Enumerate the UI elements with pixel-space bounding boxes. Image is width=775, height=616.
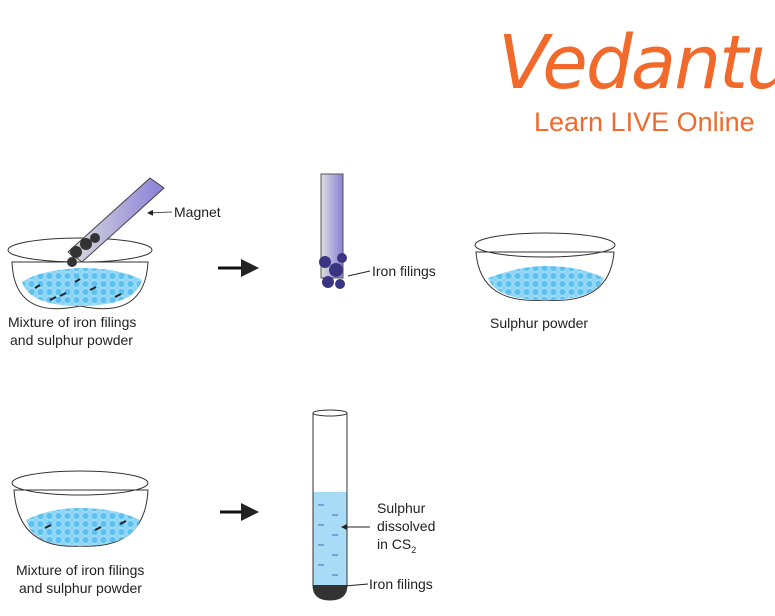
dissolved-label-line2: dissolved [377, 518, 436, 534]
dissolved-label-line3: in CS2 [377, 535, 416, 559]
mixture-bowl-1 [7, 237, 153, 310]
dissolved-label-line1: Sulphur [377, 500, 426, 516]
magnet-tilted [67, 177, 173, 267]
logo-tagline: Learn LIVE Online [534, 107, 755, 137]
cs-subscript: 2 [411, 544, 417, 555]
mixture-label-line1: Mixture of iron filings [16, 562, 145, 578]
mixture-label-line2: and sulphur powder [19, 580, 142, 596]
sulphur-powder-label: Sulphur powder [490, 315, 589, 331]
vedantu-logo: Vedantu [498, 20, 775, 106]
cs-text: in CS [377, 536, 412, 552]
magnet-vertical [319, 173, 371, 289]
sulphur-bowl [474, 232, 616, 301]
mixture-bowl-2 [11, 470, 149, 547]
mixture-label-line2: and sulphur powder [10, 332, 133, 348]
magnet-label: Magnet [174, 204, 221, 220]
iron-filings-label: Iron filings [372, 263, 436, 279]
mixture-label-line1: Mixture of iron filings [8, 314, 137, 330]
iron-filings-label: Iron filings [369, 576, 433, 592]
test-tube [312, 409, 370, 601]
